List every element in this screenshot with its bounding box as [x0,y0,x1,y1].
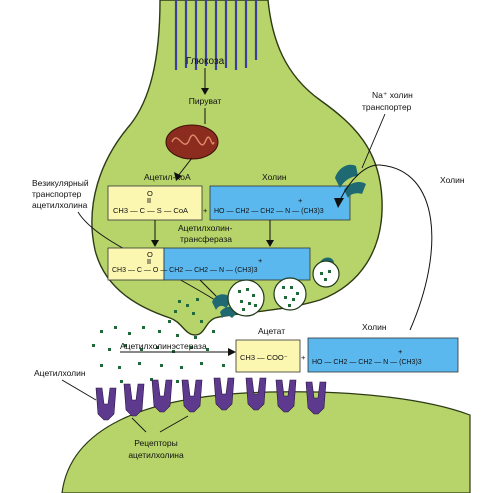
vesicle-ach-dots [238,270,331,311]
acetylcholine-formula: CH3 — C — O — CH2 — CH2 — N — (CH3)3 [112,267,258,274]
receptors-label-1: Рецепторы [134,438,178,448]
na-choline-transporter-label-1: Na⁺ холин [372,90,413,100]
choline-box-cleft [307,337,459,373]
acetyl-coa-box [107,185,203,221]
postsynaptic-membrane [61,391,471,493]
na-choline-transporter-icon [335,164,366,198]
vesicular-transporter-label-2: транспортер [32,189,82,199]
plus-sign-bottom: + [301,353,306,362]
acetyl-coa-label: Ацетил-КоА [144,172,191,182]
microtubules [174,0,258,70]
acetylcholine-n-charge: + [258,256,263,265]
acetyl-coa-o: O [147,189,153,198]
choline-uptake-arrow [339,164,433,331]
acetylcholine-label: Ацетилхолин [34,368,86,378]
vesicular-transporter-label-1: Везикулярный [32,178,89,188]
acetate-label: Ацетат [258,326,285,336]
choline-bottom-label: Холин [362,322,387,332]
acetate-box [235,339,301,373]
acetylcholine-box-acetyl [107,247,165,281]
mitochondrion-icon [165,124,219,160]
choline-top-label: Холин [262,172,287,182]
glucose-label: Глюкоза [186,56,225,67]
acetylcholinesterase-label: Ацетилхолинэстераза [120,341,207,351]
acetyl-coa-formula: CH3 — C — S — CoA [113,206,188,215]
released-acetylcholine [92,298,225,383]
pyruvate-label: Пируват [189,96,222,106]
vesicular-transporter-label-3: ацетилхолина [32,200,88,210]
acetate-formula: CH3 — COO⁻ [240,353,288,362]
na-choline-transporter-label-2: транспортер [362,102,412,112]
choline-formula-top: HO — CH2 — CH2 — N — (CH3)3 [214,208,324,215]
chat-label-1: Ацетилхолин- [178,223,233,233]
choline-box-top [209,185,351,221]
receptor-icon [95,377,327,421]
choline-n-charge-cleft: + [398,347,403,356]
acetylcholine-o: O [147,250,153,259]
plus-sign-top: + [203,206,208,215]
acetylcholine-box-choline [163,247,311,281]
receptors-label-2: ацетилхолина [128,450,184,460]
chat-label-2: трансфераза [180,234,232,244]
choline-n-charge-top: + [298,196,303,205]
choline-right-label: Холин [440,175,465,185]
choline-formula-cleft: HO — CH2 — CH2 — N — (CH3)3 [312,359,422,366]
